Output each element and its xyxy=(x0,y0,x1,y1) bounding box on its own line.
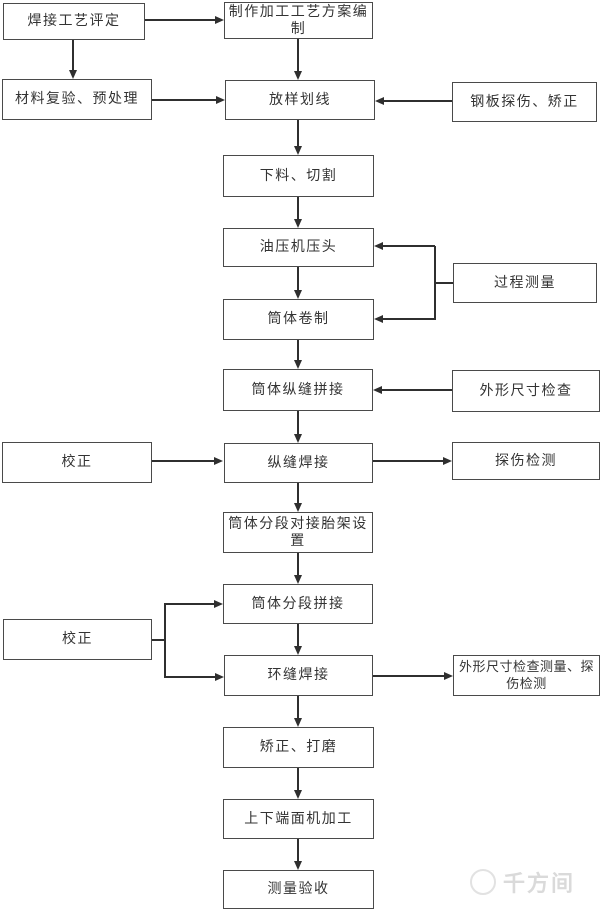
node-segment-assembly: 筒体分段拼接 xyxy=(223,584,373,624)
edge-measurement-to-press xyxy=(383,245,435,247)
edge-recheck-to-lofting xyxy=(152,99,216,101)
edge-measurement-to-rolling xyxy=(383,318,435,320)
edge-plan-to-lofting xyxy=(297,39,299,71)
edge-welding-to-flaw xyxy=(373,460,443,462)
edge-cutting-to-press xyxy=(297,197,299,219)
arrowhead-right-icon xyxy=(216,95,225,104)
node-measurement-acceptance: 测量验收 xyxy=(223,870,374,909)
arrowhead-left-icon xyxy=(375,96,384,105)
node-lofting: 放样划线 xyxy=(225,80,375,120)
node-process-measurement: 过程测量 xyxy=(453,263,597,303)
edge-welding-to-jig xyxy=(297,483,299,503)
arrowhead-down-icon xyxy=(293,646,302,655)
node-longitudinal-welding: 纵缝焊接 xyxy=(224,443,373,483)
arrowhead-down-icon xyxy=(293,790,302,799)
edge-lofting-to-cutting xyxy=(297,120,299,146)
arrowhead-down-icon xyxy=(293,219,302,228)
edge-dimension-to-seam xyxy=(382,389,452,391)
node-cutting: 下料、切割 xyxy=(223,155,374,197)
arrowhead-down-icon xyxy=(293,575,302,584)
edge-rolling-to-seam xyxy=(297,340,299,360)
node-longitudinal-seam-assembly: 筒体纵缝拼接 xyxy=(223,369,373,411)
edge-press-to-rolling xyxy=(297,267,299,290)
node-process-plan: 制作加工工艺方案编制 xyxy=(224,2,373,39)
node-dimension-flaw-check: 外形尺寸检查测量、探伤检测 xyxy=(453,655,600,696)
watermark-text: 千方间 xyxy=(503,872,576,897)
edge-correction1-to-welding xyxy=(152,460,214,462)
edge-circumferential-to-grind xyxy=(297,696,299,718)
arrowhead-down-icon xyxy=(293,434,302,443)
watermark: 千方间 xyxy=(470,866,575,898)
watermark-logo-icon xyxy=(470,869,496,895)
node-flaw-detection: 探伤检测 xyxy=(452,442,600,480)
arrowhead-left-icon xyxy=(374,314,383,323)
arrowhead-down-icon xyxy=(293,861,302,870)
edge-qualification-to-plan xyxy=(145,19,215,21)
arrowhead-right-icon xyxy=(443,456,452,465)
edge-qualification-to-recheck xyxy=(72,40,74,70)
node-correction-1: 校正 xyxy=(2,442,152,483)
node-material-recheck: 材料复验、预处理 xyxy=(2,79,152,120)
arrowhead-down-icon xyxy=(68,70,77,79)
arrowhead-down-icon xyxy=(293,718,302,727)
arrowhead-down-icon xyxy=(293,146,302,155)
arrowhead-right-icon xyxy=(215,672,224,681)
node-shell-rolling: 筒体卷制 xyxy=(223,299,374,340)
edge-correction2-stub xyxy=(152,639,166,641)
arrowhead-left-icon xyxy=(374,241,383,250)
edge-jig-to-assembly xyxy=(297,553,299,575)
edge-correction2-bracket xyxy=(164,604,166,678)
arrowhead-right-icon xyxy=(215,15,224,24)
edge-correction2-to-assembly xyxy=(164,603,215,605)
node-steel-plate-inspection: 钢板探伤、矫正 xyxy=(452,82,597,122)
arrowhead-down-icon xyxy=(293,71,302,80)
edge-assembly-to-circumferential xyxy=(297,624,299,646)
arrowhead-right-icon xyxy=(214,456,223,465)
edge-machining-to-acceptance xyxy=(297,839,299,861)
node-circumferential-welding: 环缝焊接 xyxy=(224,655,373,696)
arrowhead-down-icon xyxy=(293,290,302,299)
node-end-face-machining: 上下端面机加工 xyxy=(223,799,374,839)
arrowhead-right-icon xyxy=(444,671,453,680)
node-welding-qualification: 焊接工艺评定 xyxy=(3,3,145,40)
edge-circumferential-to-check xyxy=(373,675,444,677)
node-segment-jig-setup: 筒体分段对接胎架设置 xyxy=(223,512,373,553)
edge-bracket-to-measurement xyxy=(435,282,453,284)
arrowhead-right-icon xyxy=(214,599,223,608)
edge-seam-to-welding xyxy=(297,411,299,434)
edge-correction2-to-circumferential xyxy=(164,676,216,678)
node-hydraulic-press: 油压机压头 xyxy=(223,228,374,267)
node-correction-2: 校正 xyxy=(3,619,152,660)
edge-grind-to-machining xyxy=(297,768,299,790)
arrowhead-down-icon xyxy=(293,503,302,512)
arrowhead-down-icon xyxy=(293,360,302,369)
node-dimension-check: 外形尺寸检查 xyxy=(452,370,600,412)
arrowhead-left-icon xyxy=(373,385,382,394)
node-straighten-grind: 矫正、打磨 xyxy=(223,727,374,768)
edge-inspection-to-lofting xyxy=(384,100,452,102)
